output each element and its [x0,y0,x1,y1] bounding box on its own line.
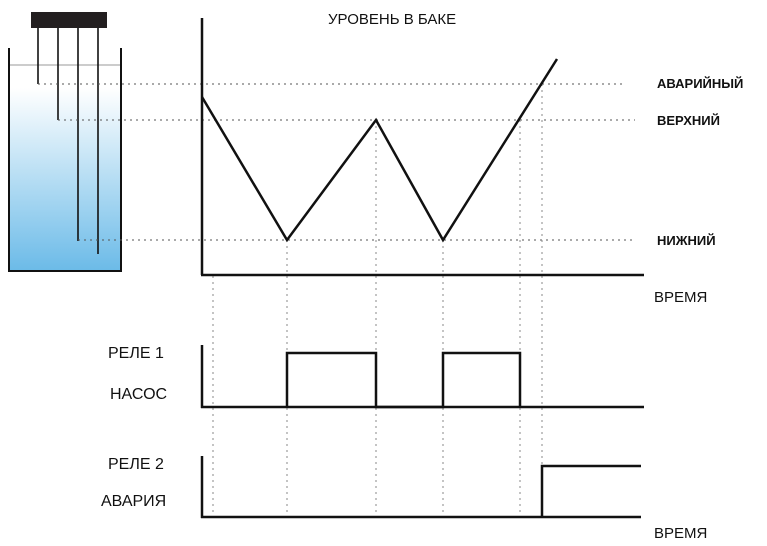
emergency-level-label: АВАРИЙНЫЙ [657,76,743,91]
time-axis-label-top: ВРЕМЯ [654,289,707,306]
relay2-label: РЕЛЕ 2 [108,456,164,473]
relay2-chart [200,456,641,519]
relay1-waveform [285,351,522,409]
level-lines [38,83,635,241]
chart-title: УРОВЕНЬ В БАКЕ [328,11,456,28]
relay1-chart [200,345,644,409]
lower-level-label: НИЖНИЙ [657,233,716,248]
upper-level-label: ВЕРХНИЙ [657,113,720,128]
relay1-label: РЕЛЕ 1 [108,345,164,362]
level-chart-axes [200,18,644,277]
time-axis-label-bottom: ВРЕМЯ [654,525,707,541]
tank-water [9,88,121,270]
relay1-function-label: НАСОС [110,386,167,403]
tank-wall [8,48,122,272]
probe-head [31,12,107,28]
relay2-function-label: АВАРИЯ [101,493,166,510]
tank [8,12,122,272]
time-sync-lines [212,84,543,520]
relay2-waveform [540,464,641,517]
level-curve [200,58,559,243]
